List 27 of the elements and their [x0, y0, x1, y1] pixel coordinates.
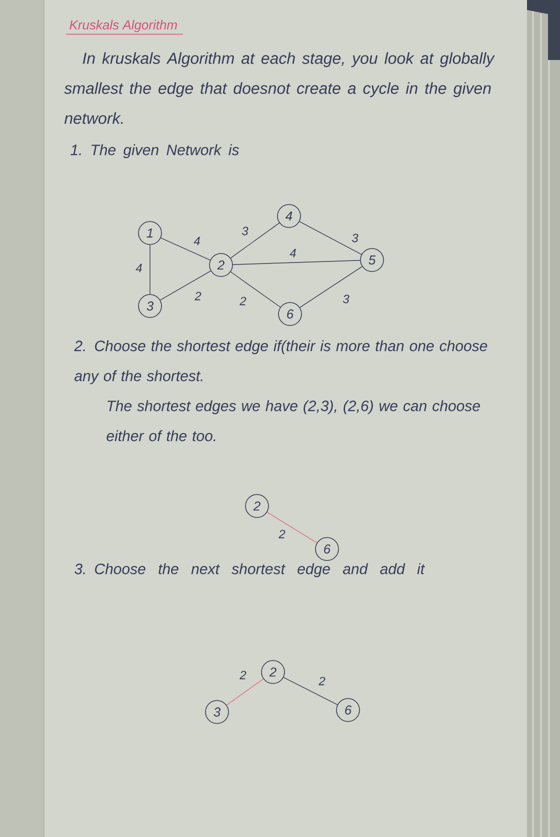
paragraph: In kruskals Algorithm at each stage, you look at globally smallest the edge that doesnot create a cycle in the given network. [64, 52, 495, 124]
step-text: 2. Choose the shortest edge if(their is more than one choose any of the shortest. [74, 340, 488, 384]
edge-weight: 4 [192, 236, 202, 246]
edge-weight: 2 [238, 670, 248, 680]
edge-weight: 4 [288, 248, 298, 258]
edge-line [266, 512, 318, 544]
step-text: 3. Choose the next shortest edge and add it [74, 563, 426, 578]
paragraph: The shortest edges we have (2,3), (2,6) we can choose either of the too. [106, 400, 480, 442]
edge-line [230, 222, 280, 258]
edge-weight: 2 [318, 676, 326, 686]
edge-line [299, 221, 362, 255]
edge-weight: 3 [350, 232, 360, 244]
edge-line [160, 270, 212, 300]
edge-line [226, 678, 264, 706]
edge-line [283, 677, 338, 705]
edge-line [300, 266, 362, 308]
edge-weight: 4 [134, 262, 144, 274]
edge-line [230, 272, 281, 308]
edge-weight: 2 [238, 296, 248, 306]
edge-weight: 2 [278, 528, 286, 540]
edge-weight: 2 [194, 290, 202, 302]
edge-line [160, 238, 210, 260]
step-heading: 1. The given Network is [70, 144, 239, 158]
edge-line [232, 260, 360, 265]
edge-weight: 3 [342, 294, 350, 304]
edge-weight: 3 [240, 226, 250, 236]
title: Kruskals Algorithm [66, 20, 184, 35]
